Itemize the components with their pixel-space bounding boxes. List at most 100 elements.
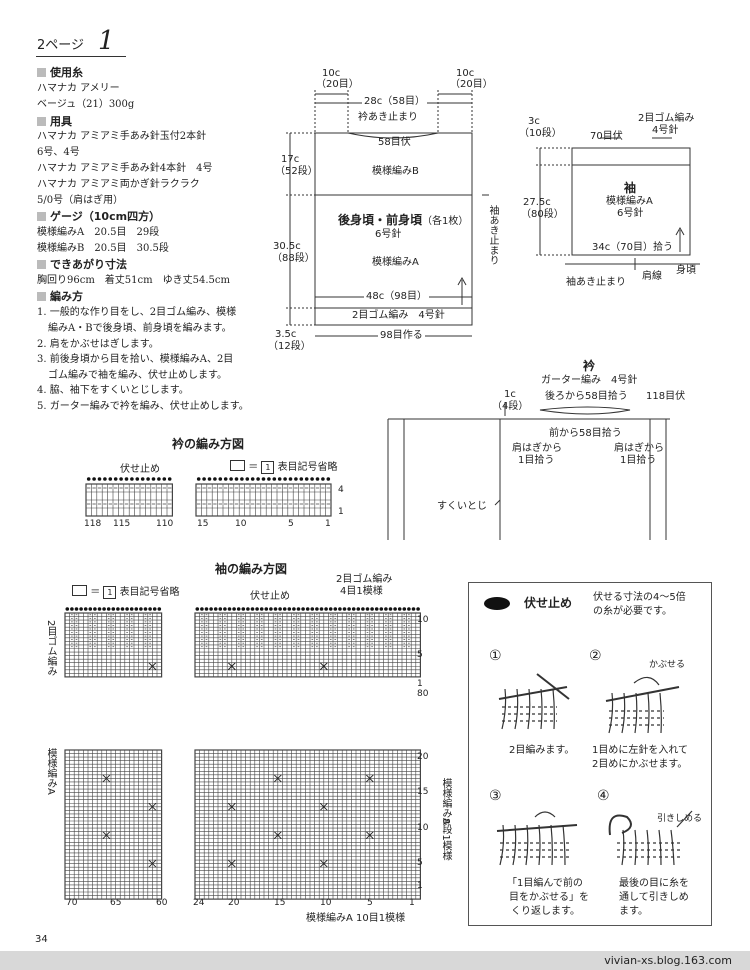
bind-off-dot (384, 607, 388, 611)
shoulder-line: 肩線 (642, 271, 662, 282)
cross-stitch-mark (102, 774, 111, 783)
left-rib-vertical: 2目ゴム編み (45, 620, 56, 677)
size-heading: できあがり寸法 (37, 259, 127, 270)
step4-text: ます。 (619, 906, 648, 917)
neck-bind-label: 58目伏 (378, 137, 411, 148)
bind-off-dot (106, 607, 111, 611)
legend: ＝ 1 表目記号省略 (230, 460, 338, 474)
tools-line: 5/0号（肩はぎ用） (37, 195, 124, 206)
gauge-heading: ゲージ（10cm四方） (37, 211, 160, 222)
bind-off-dot (304, 477, 309, 481)
bind-off-note: の糸が必要です。 (593, 606, 672, 617)
bind-off-dot (388, 607, 393, 611)
step1-illustration-icon (498, 673, 570, 730)
shoulder-pick-right: 肩はぎから (614, 443, 664, 454)
cross-stroke (273, 774, 282, 783)
step: 2. 肩をかぶせはぎします。 (37, 339, 159, 350)
bind-off-dot (134, 607, 139, 611)
dim-3-rows: （10段） (519, 128, 562, 139)
bind-off-dot (79, 607, 83, 611)
bind-off-note: 伏せる寸法の4～5倍 (593, 592, 686, 603)
cross-stroke (148, 859, 157, 868)
pick1-left: 1目拾う (518, 455, 555, 466)
sleeve-pickup: 34c（70目）拾う (590, 242, 675, 253)
bind-off-dot (315, 477, 320, 481)
bind-off-dot (379, 607, 384, 611)
bind-off-dot (157, 477, 161, 481)
collar-title: 衿 (583, 359, 596, 373)
collar-x: 115 (113, 519, 131, 529)
bind-off-dot (319, 607, 324, 611)
method-heading: 編み方 (37, 291, 83, 302)
bind-off-dot (416, 607, 420, 611)
cross-stitch-mark (273, 831, 282, 840)
dim-35: 3.5c (275, 329, 297, 340)
x-label: 20 (228, 898, 240, 908)
row-label: 1 (417, 881, 423, 891)
bind-off-dot (299, 477, 304, 481)
x-label: 1 (409, 898, 415, 908)
cross-stitch-mark (365, 774, 374, 783)
bind-off-dot (246, 607, 250, 611)
body-needle: 6号針 (375, 229, 402, 240)
bind-off-dot (310, 477, 314, 481)
pattern-a-label: 模様編みA (372, 257, 419, 268)
collar-band (539, 406, 631, 415)
step: 4. 脇、袖下をすくいとじします。 (37, 385, 189, 396)
page-number: 34 (35, 934, 48, 945)
bind-off-dot (234, 477, 239, 481)
bind-off-dot (97, 607, 102, 611)
cross-stroke (227, 859, 236, 868)
bind-off-dot (86, 477, 91, 481)
bind-off-dot (347, 607, 351, 611)
cross-stroke (273, 831, 282, 840)
sleeve-outline (571, 147, 691, 256)
cross-stroke (319, 662, 328, 671)
cross-stitch-mark (102, 831, 111, 840)
bind-off-dot (272, 477, 277, 481)
rib-label: 2目ゴム編み 4号針 (352, 310, 445, 321)
cross-stitch-mark (148, 662, 157, 671)
grid-border (194, 612, 421, 678)
bind-off-dot (269, 607, 273, 611)
cross-stroke (365, 831, 374, 840)
bind-off-dot (256, 477, 260, 481)
bind-off-dot (267, 477, 271, 481)
x-label: 15 (274, 898, 286, 908)
left-pattern-vertical: 模様編みA (45, 748, 56, 795)
step3-text: くり返します。 (511, 906, 580, 917)
row-label: 20 (417, 752, 429, 762)
bind-off-dot (97, 477, 102, 481)
bind-off-dot (305, 607, 310, 611)
square-bullet-icon (37, 117, 46, 126)
cross-stitch-mark (148, 859, 157, 868)
dim-top-right-sts: （20目） (450, 79, 493, 90)
bind-off-dot (111, 607, 116, 611)
sleeve-bind: 70目伏 (590, 131, 623, 142)
collar-x: 15 (197, 519, 209, 529)
cross-stroke (148, 802, 157, 811)
row-label: 80 (417, 689, 429, 699)
step4-text: 通して引きしめ (619, 892, 689, 903)
cross-stroke (102, 774, 111, 783)
step2-tag: かぶせる (649, 660, 686, 670)
right-pattern-vertical: 模様編みA (440, 778, 451, 825)
step: 3. 前後身頃から目を拾い、模様編みA、2目 (37, 354, 234, 365)
row-label: 10 (417, 615, 429, 625)
row-label: 5 (417, 858, 423, 868)
pattern-grid-left (64, 749, 163, 900)
bind-off-dot (287, 607, 292, 611)
bind-off-dot (151, 477, 156, 481)
bind-off-dot (292, 607, 296, 611)
bind-off-dot (333, 607, 338, 611)
cross-stroke (227, 802, 236, 811)
sleeve-pattern: 模様編みA (606, 196, 653, 207)
collar-grid-left (85, 483, 174, 517)
tools-line: ハマナカ アミアミ手あみ針玉付2本針 (37, 131, 207, 142)
yarn-heading: 使用糸 (37, 67, 83, 78)
bind-off-dot (338, 607, 342, 611)
bind-off-dot (223, 607, 227, 611)
size-line: 胸回り96cm 着丈51cm ゆき丈54.5cm (37, 275, 230, 286)
bind-off-dot (140, 477, 145, 481)
bind-off-dot (273, 607, 278, 611)
